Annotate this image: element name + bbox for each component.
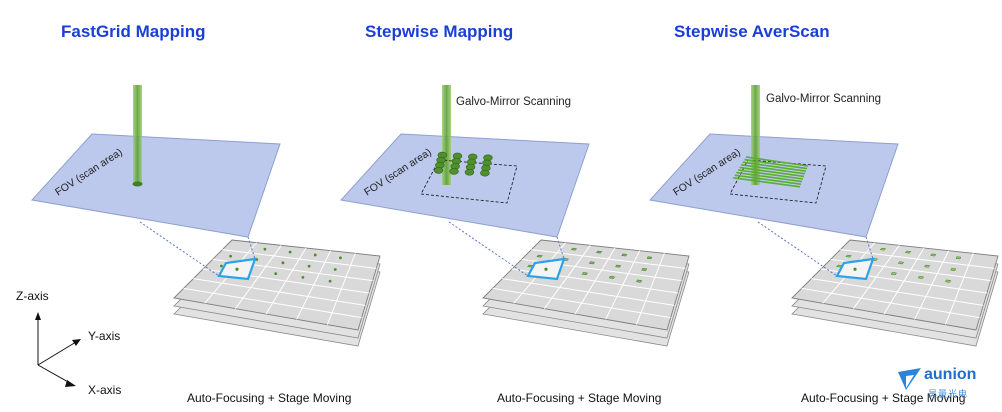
cell-point-marker — [301, 275, 305, 279]
scan-line-marker — [745, 156, 809, 167]
panel-title-stepwise-averscan: Stepwise AverScan — [674, 22, 830, 41]
axis-triad — [35, 312, 81, 387]
x-axis-arrowhead — [65, 380, 76, 387]
cell-scan-marker — [905, 250, 912, 254]
scan-line-marker — [741, 164, 806, 175]
fov-plate — [31, 133, 281, 238]
panel-2: FOV (scan area) — [340, 85, 690, 347]
cell-scan-marker — [570, 247, 578, 251]
x-axis-label: X-axis — [88, 383, 122, 397]
laser-beam — [751, 85, 760, 185]
cell-scan-marker — [596, 250, 603, 254]
cell-point-marker — [339, 256, 342, 260]
aunion-logo: aunion 昊量光电 — [896, 366, 1000, 406]
y-axis-label: Y-axis — [88, 329, 121, 343]
scan-dot-marker — [449, 168, 459, 175]
cell-scan-marker — [945, 279, 952, 283]
cell-point-marker — [263, 247, 267, 251]
caption-stepwise-averscan: Auto-Focusing + Stage Moving — [801, 391, 966, 405]
z-axis-label: Z-axis — [16, 289, 49, 303]
panel-title-fastgrid: FastGrid Mapping — [61, 22, 206, 41]
scan-line-marker — [744, 158, 808, 170]
cell-scan-marker — [536, 254, 543, 258]
logo-mark-icon — [898, 368, 921, 390]
cell-scan-marker — [615, 264, 622, 268]
scan-line-marker — [736, 171, 803, 183]
scan-line-marker — [734, 174, 802, 185]
scan-line-marker — [739, 166, 805, 178]
scan-line-marker — [737, 169, 804, 180]
beam-spot — [132, 181, 143, 187]
panel-title-stepwise-mapping: Stepwise Mapping — [365, 22, 514, 41]
cell-point-marker — [313, 253, 317, 257]
y-axis-arrow — [37, 341, 77, 366]
galvo-label-stepwise-mapping: Galvo-Mirror Scanning — [456, 96, 572, 108]
laser-beam — [133, 85, 142, 185]
scan-line-marker — [742, 161, 807, 172]
caption-fastgrid: Auto-Focusing + Stage Moving — [187, 391, 352, 405]
cell-scan-marker — [955, 256, 962, 260]
cell-scan-marker — [581, 272, 588, 276]
cell-scan-marker — [636, 279, 643, 283]
cell-scan-marker — [930, 253, 937, 257]
cell-point-marker — [328, 279, 332, 283]
grid-line-h — [492, 287, 671, 319]
x-axis-arrow — [37, 364, 71, 384]
z-axis-arrowhead — [35, 312, 41, 320]
scan-dot-marker — [480, 169, 490, 177]
scan-dot-marker — [464, 168, 475, 176]
fov-plate — [340, 133, 590, 238]
cell-scan-marker — [646, 256, 653, 260]
laser-beam — [442, 85, 451, 185]
scan-dot-marker — [433, 167, 444, 174]
highlight-marker — [235, 267, 239, 271]
cell-scan-marker — [588, 261, 596, 265]
cell-scan-marker — [924, 264, 931, 268]
cell-point-marker — [307, 264, 311, 268]
grid-line-h — [183, 287, 362, 319]
cell-scan-marker — [845, 254, 852, 258]
panel-3: FOV (scan area) — [649, 85, 999, 347]
scan-region — [729, 159, 827, 204]
galvo-label-stepwise-averscan: Galvo-Mirror Scanning — [766, 93, 882, 105]
cell-scan-marker — [917, 275, 924, 279]
cell-scan-marker — [950, 268, 957, 271]
fov-plate — [649, 133, 899, 238]
panel-1: FOV (scan area) — [31, 85, 381, 347]
highlight-marker — [853, 267, 857, 271]
cell-scan-marker — [897, 261, 905, 265]
caption-stepwise-mapping: Auto-Focusing + Stage Moving — [497, 391, 662, 405]
logo-wordmark: aunion — [924, 366, 977, 383]
cell-point-marker — [281, 261, 285, 265]
highlight-marker — [544, 267, 548, 271]
cell-point-marker — [220, 264, 223, 268]
cell-point-marker — [288, 250, 292, 254]
y-axis-arrowhead — [72, 339, 81, 346]
cell-scan-marker — [608, 275, 615, 279]
cell-point-marker — [333, 268, 337, 271]
cell-point-marker — [229, 254, 232, 258]
cell-scan-marker — [641, 268, 648, 271]
cell-scan-marker — [621, 253, 628, 257]
logo-subtitle: 昊量光电 — [928, 389, 969, 399]
cell-point-marker — [274, 272, 278, 276]
scan-line-marker — [733, 177, 801, 188]
cell-scan-marker — [890, 272, 897, 276]
grid-line-h — [801, 287, 980, 319]
cell-scan-marker — [879, 247, 887, 251]
